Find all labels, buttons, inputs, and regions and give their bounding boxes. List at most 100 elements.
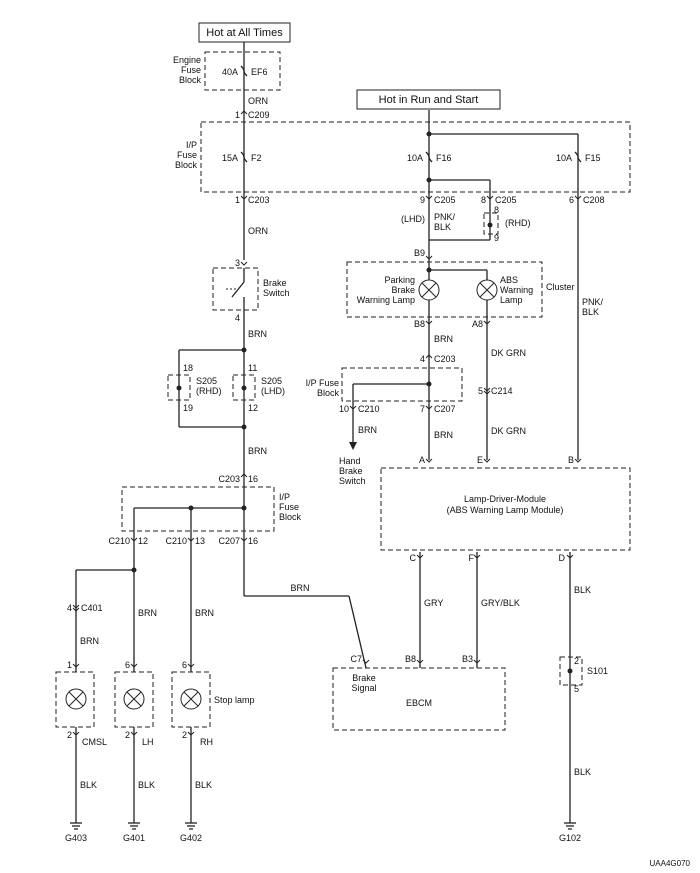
connector-c208: C208	[583, 195, 605, 205]
splice-dot-s205-top	[241, 347, 247, 353]
rh-label: RH	[200, 737, 213, 747]
fuse-f2-name: F2	[251, 153, 262, 163]
pin-ldm-f: F	[469, 553, 475, 563]
pin-s205-18: 18	[183, 363, 193, 373]
pin-s101-5: 5	[574, 684, 579, 694]
engine-fuse-block-label-3: Block	[179, 75, 202, 85]
stop-lamp-label: Stop lamp	[214, 695, 255, 705]
connector-c210-b: C210	[165, 536, 187, 546]
ip-fuse-block-low-label-1: I/P	[279, 492, 290, 502]
parking-lamp-label-1: Parking	[384, 275, 415, 285]
pin-ldm-e: E	[477, 455, 483, 465]
pin-c207-7: 7	[420, 404, 425, 414]
connector-c401: C401	[81, 603, 103, 613]
s205-rhd-box	[167, 374, 191, 401]
wire-label-brn-parking: BRN	[434, 334, 453, 344]
s205-rhd-label-1: S205	[196, 376, 217, 386]
ip-fuse-block-top	[200, 121, 631, 193]
wire-label-pnk-blk-2a: PNK/	[582, 297, 604, 307]
pin-s205-12: 12	[248, 403, 258, 413]
wire-label-pnk-blk-1a: PNK/	[434, 212, 456, 222]
connector-c205-a: C205	[434, 195, 456, 205]
pin-brake-3: 3	[235, 258, 240, 268]
brake-switch-label-2: Switch	[263, 288, 290, 298]
connector-c209: C209	[248, 110, 270, 120]
wire-label-brn-1: BRN	[248, 329, 267, 339]
ground-g402-icon	[185, 822, 197, 830]
connector-marks	[72, 110, 582, 736]
pin-c210-13: 13	[195, 536, 205, 546]
splice-s101-dot	[567, 668, 573, 674]
pin-ldm-a: A	[419, 455, 425, 465]
cluster-box	[346, 261, 543, 318]
pin-ldm-b: B	[568, 455, 574, 465]
ebcm-box	[332, 667, 506, 731]
pin-c205-9: 9	[420, 195, 425, 205]
splice-dot-s205-bottom	[241, 424, 247, 430]
pin-lh-6: 6	[125, 660, 130, 670]
pin-c208-6: 6	[569, 195, 574, 205]
wire-label-orn-1: ORN	[248, 96, 268, 106]
ip-fuse-block-top-label-2: Fuse	[177, 150, 197, 160]
wire-label-brn-cmsl: BRN	[80, 636, 99, 646]
wire-label-dk-grn-1: DK GRN	[491, 348, 526, 358]
ip-fuse-block-low-label-3: Block	[279, 512, 302, 522]
parking-lamp-x2	[421, 282, 437, 298]
pin-c209-1: 1	[235, 110, 240, 120]
pin-ldm-c: C	[410, 553, 417, 563]
hot-at-all-times-label: Hot at All Times	[206, 27, 283, 39]
s205-lhd-label-2: (LHD)	[261, 386, 285, 396]
ip-fuse-block-mid-label-2: Block	[317, 388, 340, 398]
pin-c203-16: 16	[248, 474, 258, 484]
pin-c205-8: 8	[481, 195, 486, 205]
lamp-driver-module-box	[380, 467, 631, 551]
wire-label-blk-ldm: BLK	[574, 585, 591, 595]
arrow-down-icon	[349, 442, 357, 450]
hot-in-run-start-box	[356, 89, 501, 110]
pin-b9: B9	[414, 248, 425, 258]
ip-fuse-block-mid	[341, 367, 463, 402]
pin-ebcm-b8: B8	[405, 654, 416, 664]
fuse-ef6-name: EF6	[251, 67, 268, 77]
fuse-f16-icon	[425, 151, 433, 163]
abs-lamp-label-2: Warning	[500, 285, 533, 295]
ip-fuse-block-top-label-3: Block	[175, 160, 198, 170]
hand-brake-label-2: Brake	[339, 466, 363, 476]
ground-g401-icon	[128, 822, 140, 830]
brake-switch-label-1: Brake	[263, 278, 287, 288]
pin-ldm-d: D	[559, 553, 566, 563]
parking-lamp-label-3: Warning Lamp	[357, 295, 415, 305]
wire-label-blk-g402: BLK	[195, 780, 212, 790]
rhd-jumper-box	[483, 212, 499, 235]
connector-c203-low: C203	[218, 474, 240, 484]
pin-c207-16: 16	[248, 536, 258, 546]
connector-c207-mid: C207	[434, 404, 456, 414]
s205-lhd-dot	[241, 385, 247, 391]
rh-lamp-x2	[183, 691, 199, 707]
pin-s205-11: 11	[248, 363, 257, 373]
fuse-ef6-icon	[240, 65, 248, 77]
pin-b8: B8	[414, 319, 425, 329]
pin-rh-6: 6	[182, 660, 187, 670]
wire-label-blk-g102: BLK	[574, 767, 591, 777]
wire-label-brn-handbrake: BRN	[358, 425, 377, 435]
figure-code: UAA4G070	[650, 859, 691, 868]
s205-rhd-label-2: (RHD)	[196, 386, 222, 396]
wire-label-brn-2: BRN	[248, 446, 267, 456]
ground-g102-icon	[564, 822, 576, 830]
cluster-label: Cluster	[546, 282, 575, 292]
fuse-f15-icon	[574, 151, 582, 163]
pin-c210-12: 12	[138, 536, 148, 546]
wire-label-brn-mid: BRN	[434, 430, 453, 440]
fuse-f2-rating: 15A	[222, 153, 238, 163]
abs-lamp-label-1: ABS	[500, 275, 518, 285]
brake-switch-box	[212, 267, 259, 311]
pin-c401-4: 4	[67, 603, 72, 613]
abs-lamp-label-3: Lamp	[500, 295, 523, 305]
lamp-driver-module-label-1: Lamp-Driver-Module	[464, 494, 546, 504]
pin-rhd-9: 9	[494, 233, 499, 243]
splice-dot-handbrake	[426, 381, 432, 387]
ip-fuse-block-low	[121, 486, 275, 532]
cmsl-label: CMSL	[82, 737, 107, 747]
